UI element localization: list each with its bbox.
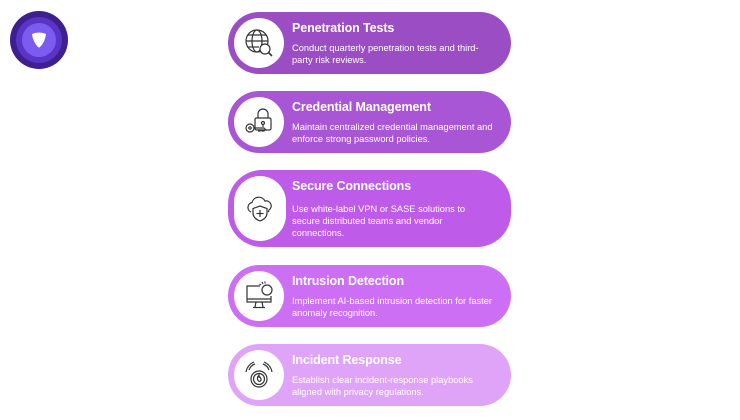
- card-penetration-tests: Penetration Tests Conduct quarterly pene…: [228, 12, 511, 74]
- card-intrusion-detection: Intrusion Detection Implement AI-based i…: [228, 265, 511, 327]
- brand-logo: [10, 11, 68, 69]
- monitor-alert-icon: [246, 281, 273, 309]
- icon-container: [234, 18, 284, 68]
- icon-container: [234, 176, 286, 241]
- card-secure-connections: Secure Connections Use white-label VPN o…: [228, 170, 511, 247]
- card-description: Use white-label VPN or SASE solutions to…: [292, 204, 466, 238]
- card-title: Credential Management: [292, 100, 431, 114]
- card-title: Secure Connections: [292, 179, 412, 193]
- cloud-shield-icon: [247, 196, 272, 222]
- logo-inner-ring: [22, 23, 56, 57]
- card-title: Penetration Tests: [292, 21, 395, 35]
- card-description: Establish clear incident-response playbo…: [292, 375, 473, 397]
- globe-search-icon: [245, 29, 273, 57]
- alarm-fire-icon: [245, 361, 273, 388]
- icon-container: [234, 271, 284, 321]
- card-description: Conduct quarterly penetration tests and …: [292, 43, 479, 65]
- lock-key-icon: [245, 108, 272, 133]
- logo-triangle-icon: [32, 32, 46, 48]
- icon-container: [234, 350, 284, 400]
- card-title: Intrusion Detection: [292, 274, 404, 288]
- card-title: Incident Response: [292, 353, 402, 367]
- card-incident-response: Incident Response Establish clear incide…: [228, 344, 511, 406]
- card-credential-management: Credential Management Maintain centraliz…: [228, 91, 511, 153]
- card-description: Maintain centralized credential manageme…: [292, 122, 493, 144]
- logo-ring: [16, 17, 62, 63]
- card-description: Implement AI-based intrusion detection f…: [292, 296, 492, 318]
- icon-container: [234, 97, 284, 147]
